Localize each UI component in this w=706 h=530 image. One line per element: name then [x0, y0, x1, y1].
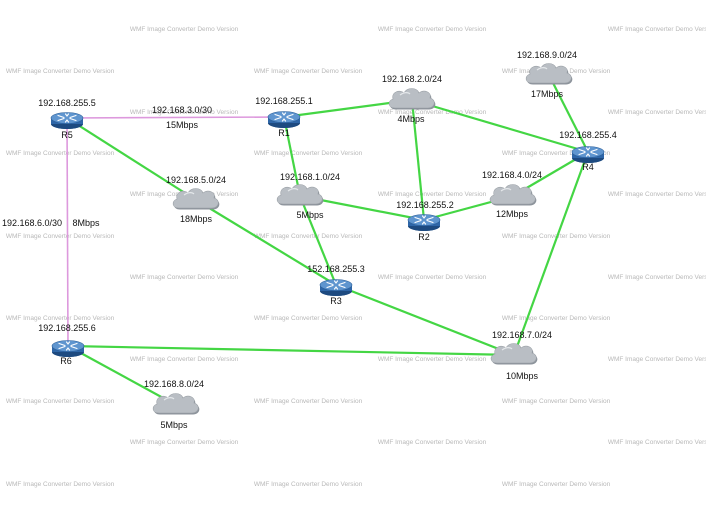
watermark-text: WMF Image Converter Demo Version	[502, 398, 611, 405]
router-icon	[50, 112, 84, 129]
watermark-text: WMF Image Converter Demo Version	[502, 315, 611, 322]
network-subnet-label: 192.168.9.0/24	[517, 50, 577, 60]
link-r4-n7	[512, 151, 590, 356]
network-cloud-icon	[525, 63, 573, 85]
network-subnet-label: 192.168.4.0/24	[482, 170, 542, 180]
network-bandwidth-label: 10Mbps	[506, 371, 539, 381]
router-name-label: R5	[61, 130, 73, 140]
router-ip-label: 192.168.255.1	[255, 96, 313, 106]
serial-subnet-label: 192.168.6.0/30	[2, 218, 62, 228]
watermark-text: WMF Image Converter Demo Version	[378, 356, 487, 363]
network-cloud-icon	[152, 393, 200, 415]
watermark-text: WMF Image Converter Demo Version	[254, 150, 363, 157]
network-cloud-icon	[276, 184, 324, 206]
link-r3-n5	[195, 199, 337, 286]
watermark-text: WMF Image Converter Demo Version	[6, 481, 115, 488]
router-name-label: R1	[278, 128, 290, 138]
router-name-label: R3	[330, 296, 342, 306]
links-layer	[66, 74, 590, 406]
link-r6-n8	[67, 345, 177, 406]
network-subnet-label: 192.168.1.0/24	[280, 172, 340, 182]
network-bandwidth-label: 4Mbps	[397, 114, 425, 124]
watermark-text: WMF Image Converter Demo Version	[378, 439, 487, 446]
router-ip-label: 192.168.255.4	[559, 130, 617, 140]
network-subnet-label: 192.168.5.0/24	[166, 175, 226, 185]
network-bandwidth-label: 18Mbps	[180, 214, 213, 224]
link-r3-n7	[335, 283, 515, 357]
watermark-text: WMF Image Converter Demo Version	[254, 315, 363, 322]
watermark-text: WMF Image Converter Demo Version	[378, 109, 487, 116]
watermark-text: WMF Image Converter Demo Version	[6, 233, 115, 240]
network-subnet-label: 192.168.2.0/24	[382, 74, 442, 84]
watermark-text: WMF Image Converter Demo Version	[608, 26, 706, 33]
watermark-text: WMF Image Converter Demo Version	[130, 26, 239, 33]
labels-layer: 192.168.255.1R1 192.168.255.2R2 152.168.25…	[2, 50, 617, 430]
watermark-text: WMF Image Converter Demo Version	[130, 439, 239, 446]
watermark-text: WMF Image Converter Demo Version	[378, 191, 487, 198]
serial-bandwidth-label: 15Mbps	[166, 120, 199, 130]
link-r5-r1	[66, 116, 285, 119]
link-r1-n1	[282, 116, 302, 197]
link-r4-n9	[548, 74, 589, 153]
link-r2-n2	[410, 99, 426, 221]
watermark-text: WMF Image Converter Demo Version	[6, 315, 115, 322]
watermark-text: WMF Image Converter Demo Version	[502, 481, 611, 488]
watermark-text: WMF Image Converter Demo Version	[6, 398, 115, 405]
network-cloud-icon	[172, 188, 220, 210]
network-subnet-label: 192.168.8.0/24	[144, 379, 204, 389]
watermark-text: WMF Image Converter Demo Version	[130, 109, 239, 116]
network-cloud-icon	[490, 343, 538, 365]
watermark-text: WMF Image Converter Demo Version	[254, 398, 363, 405]
link-r3-n1	[298, 195, 338, 286]
router-icon	[267, 111, 301, 128]
link-r4-n2	[411, 98, 589, 154]
router-ip-label: 192.168.255.5	[38, 98, 96, 108]
router-icon	[319, 279, 353, 296]
watermark-text: WMF Image Converter Demo Version	[254, 233, 363, 240]
serial-bandwidth-label: 8Mbps	[72, 218, 100, 228]
watermark-text: WMF Image Converter Demo Version	[6, 68, 115, 75]
nodes-layer	[50, 63, 605, 415]
watermark-text: WMF Image Converter Demo Version	[378, 26, 487, 33]
router-name-label: R6	[60, 356, 72, 366]
router-icon	[51, 340, 85, 357]
router-icon	[407, 214, 441, 231]
network-cloud-icon	[489, 184, 537, 206]
watermark-text: WMF Image Converter Demo Version	[608, 439, 706, 446]
router-ip-label: 192.168.255.6	[38, 323, 96, 333]
network-bandwidth-label: 12Mbps	[496, 209, 529, 219]
watermark-text: WMF Image Converter Demo Version	[130, 356, 239, 363]
serial-subnet-label: 192.168.3.0/30	[152, 105, 212, 115]
link-r5-n5	[66, 117, 197, 201]
link-r6-n7	[67, 344, 515, 357]
watermark-text: WMF Image Converter Demo Version	[378, 274, 487, 281]
network-cloud-icon	[388, 88, 436, 110]
watermark-text: WMF Image Converter Demo Version	[608, 109, 706, 116]
network-bandwidth-label: 17Mbps	[531, 89, 564, 99]
router-name-label: R2	[418, 232, 430, 242]
network-bandwidth-label: 5Mbps	[160, 420, 188, 430]
router-ip-label: 152.168.255.3	[307, 264, 365, 274]
watermark-text: WMF Image Converter Demo Version	[254, 481, 363, 488]
router-ip-label: 192.168.255.2	[396, 200, 454, 210]
network-bandwidth-label: 5Mbps	[296, 210, 324, 220]
watermark-text: WMF Image Converter Demo Version	[608, 274, 706, 281]
router-icon	[571, 146, 605, 163]
watermark-text: WMF Image Converter Demo Version	[6, 150, 115, 157]
watermark-text: WMF Image Converter Demo Version	[608, 356, 706, 363]
watermark-text: WMF Image Converter Demo Version	[254, 68, 363, 75]
watermark-text: WMF Image Converter Demo Version	[608, 191, 706, 198]
watermark-text: WMF Image Converter Demo Version	[130, 274, 239, 281]
watermark-text: WMF Image Converter Demo Version	[502, 150, 611, 157]
network-subnet-label: 192.168.7.0/24	[492, 330, 552, 340]
link-r5-r6	[66, 117, 69, 347]
router-name-label: R4	[582, 162, 594, 172]
